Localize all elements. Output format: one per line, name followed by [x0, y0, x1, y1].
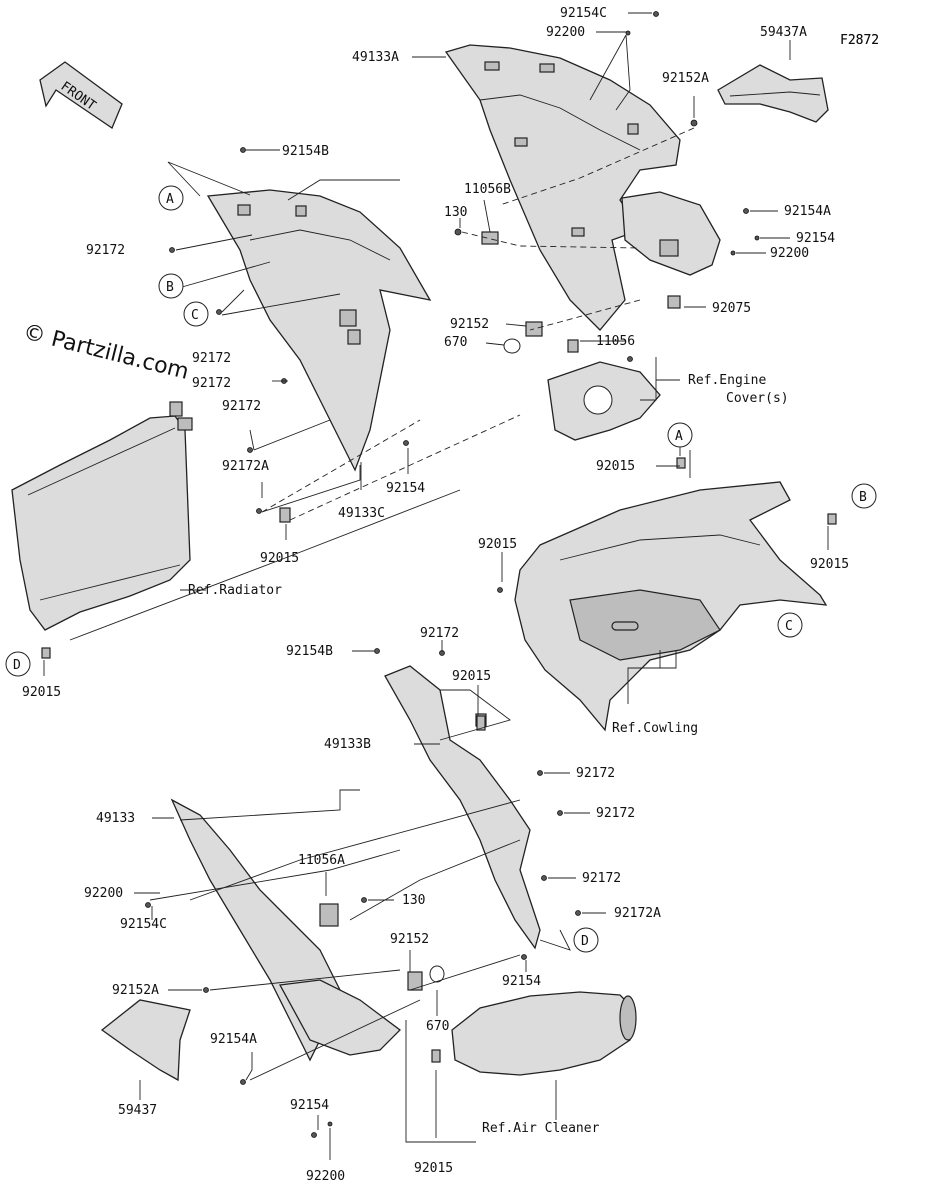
label: 92152A: [112, 983, 159, 998]
label: 670: [444, 335, 467, 350]
lower-cowl-49133: [170, 798, 401, 1062]
label: 92200: [84, 886, 123, 901]
label: 92172: [596, 806, 635, 821]
label: 92172A: [614, 906, 661, 921]
callout-d-left: D: [5, 651, 31, 677]
label: 92015: [414, 1161, 453, 1176]
svg-text:A: A: [675, 429, 683, 444]
label: 92152: [390, 932, 429, 947]
label: 92154: [386, 481, 425, 496]
label: 92015: [22, 685, 61, 700]
label: 92172A: [222, 459, 269, 474]
label: 92172: [86, 243, 125, 258]
right-bracket: [621, 191, 721, 309]
label: 92015: [810, 557, 849, 572]
label: Cover(s): [726, 391, 789, 406]
upper-cowl-49133A: [444, 44, 681, 331]
label: 92200: [546, 25, 585, 40]
callout-d-bottom: D: [573, 927, 599, 953]
label: 92172: [420, 626, 459, 641]
label: 59437: [118, 1103, 157, 1118]
label: 92075: [712, 301, 751, 316]
watermark: © Partzilla.com: [21, 320, 192, 385]
callout-c-right: C: [777, 612, 803, 638]
svg-text:C: C: [785, 619, 793, 634]
label: F2872: [840, 33, 879, 48]
label: 59437A: [760, 25, 807, 40]
label: 92154: [796, 231, 835, 246]
label: 92015: [596, 459, 635, 474]
svg-text:B: B: [859, 490, 867, 505]
label: 92200: [770, 246, 809, 261]
callout-b-right: B: [851, 483, 877, 509]
label: Ref.Air Cleaner: [482, 1121, 600, 1136]
label: 670: [426, 1019, 449, 1034]
callout-a-right: A: [667, 422, 693, 448]
svg-text:D: D: [13, 658, 21, 673]
label: Ref.Cowling: [612, 721, 698, 736]
label: 92154C: [560, 6, 607, 21]
label: 92154A: [784, 204, 831, 219]
label: 92152A: [662, 71, 709, 86]
label: 92172: [576, 766, 615, 781]
label: 49133A: [352, 50, 399, 65]
bolts: [145, 11, 760, 1138]
air-cleaner-ref: [451, 991, 637, 1076]
svg-text:D: D: [581, 934, 589, 949]
leader-lines: [43, 12, 829, 1160]
label: 11056: [596, 334, 635, 349]
label: 11056A: [298, 853, 345, 868]
cowling-ref: [514, 481, 828, 732]
label: 92154B: [286, 644, 333, 659]
label: 92152: [450, 317, 489, 332]
part-labels: 92154C 92200 49133A 59437A F2872 92152A …: [22, 6, 879, 1184]
front-arrow-icon: FRONT: [39, 61, 123, 129]
svg-text:A: A: [166, 192, 174, 207]
radiator: [11, 401, 193, 631]
duct-59437: [100, 999, 191, 1082]
callout-c-left: C: [183, 301, 209, 327]
label: 130: [444, 205, 467, 220]
label: 92172: [192, 376, 231, 391]
figure-code: F2872: [840, 33, 879, 48]
label: 130: [402, 893, 425, 908]
label: 49133: [96, 811, 135, 826]
duct-59437A: [717, 64, 829, 123]
label: 92015: [478, 537, 517, 552]
label: 92015: [452, 669, 491, 684]
svg-text:B: B: [166, 280, 174, 295]
label: 49133C: [338, 506, 385, 521]
label: 92154: [290, 1098, 329, 1113]
engine-cover-ref: [547, 361, 661, 441]
label: 11056B: [464, 182, 511, 197]
label: 92154C: [120, 917, 167, 932]
label: 92172: [222, 399, 261, 414]
label: Ref.Engine: [688, 373, 766, 388]
callout-b-left: B: [158, 273, 184, 299]
label: Ref.Radiator: [188, 583, 282, 598]
label: 92154A: [210, 1032, 257, 1047]
label: 92200: [306, 1169, 345, 1184]
grommets: [41, 231, 837, 1063]
inner-cowl-49133C: [206, 189, 432, 472]
label: 92154B: [282, 144, 329, 159]
label: 92154: [502, 974, 541, 989]
reference-lines: [69, 127, 695, 1081]
label: 49133B: [324, 737, 371, 752]
label: 92015: [260, 551, 299, 566]
label: 92172: [582, 871, 621, 886]
svg-text:C: C: [191, 308, 199, 323]
label: 92172: [192, 351, 231, 366]
callout-a-top: A: [158, 185, 184, 211]
